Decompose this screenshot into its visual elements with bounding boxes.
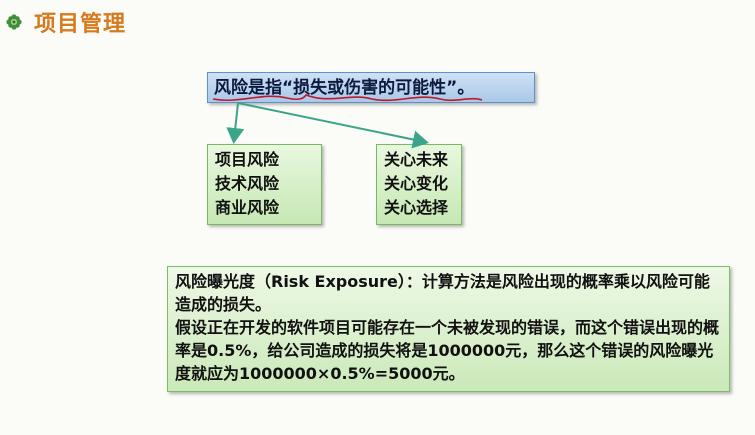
definition-underline	[212, 94, 483, 102]
risk-concerns-box: 关心未来 关心变化 关心选择	[376, 144, 462, 225]
risk-concern-item: 关心变化	[384, 174, 449, 193]
exposure-line: 率是0.5%，给公司造成的损失将是1000000元，那么这个错误的风险曝光	[175, 341, 714, 360]
risk-concern-item: 关心未来	[384, 150, 449, 169]
page-title: 项目管理	[34, 11, 127, 37]
risk-type-item: 项目风险	[215, 150, 280, 169]
risk-definition-text: 风险是指“损失或伤害的可能性”。	[214, 78, 475, 98]
exposure-line: 风险曝光度（Risk Exposure）：计算方法是风险出现的概率乘以风险可能	[175, 272, 710, 291]
exposure-line: 假设正在开发的软件项目可能存在一个未被发现的错误，而这个错误出现的概	[175, 318, 720, 337]
arrow-to-risk-types	[226, 102, 245, 144]
risk-types-box: 项目风险 技术风险 商业风险	[207, 144, 322, 225]
risk-definition-box: 风险是指“损失或伤害的可能性”。	[207, 72, 535, 103]
arrow-to-risk-concerns	[237, 102, 429, 149]
risk-exposure-box: 风险曝光度（Risk Exposure）：计算方法是风险出现的概率乘以风险可能 …	[167, 266, 730, 392]
flower-bullet-icon	[6, 14, 22, 30]
risk-concern-item: 关心选择	[384, 198, 449, 217]
risk-type-item: 商业风险	[215, 198, 280, 217]
exposure-line: 度就应为1000000×0.5%=5000元。	[175, 364, 465, 383]
exposure-line: 造成的损失。	[175, 295, 272, 314]
risk-type-item: 技术风险	[215, 174, 280, 193]
